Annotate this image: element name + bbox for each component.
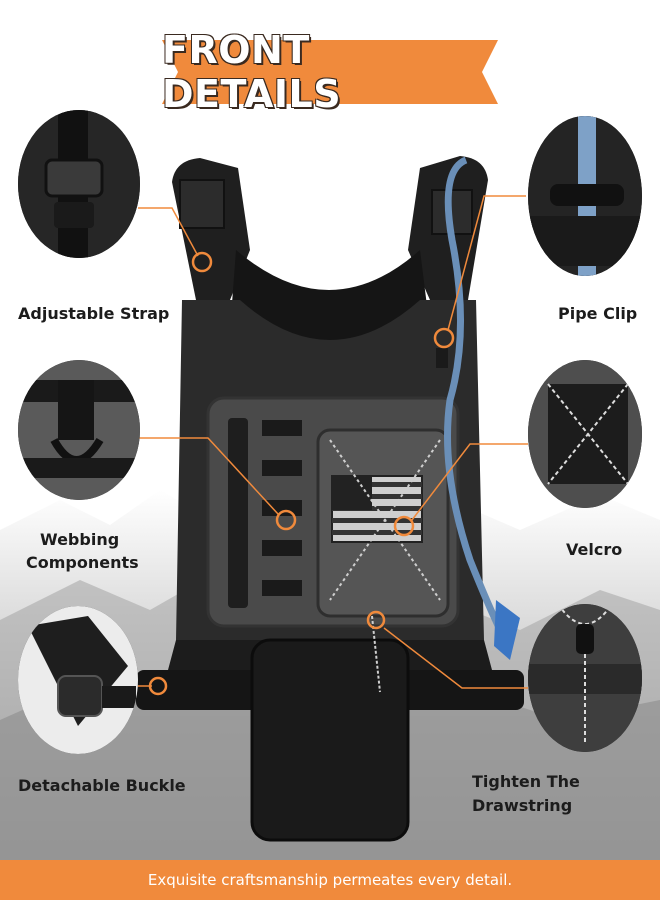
pipe-clip-detail-image <box>528 116 642 276</box>
velcro-detail-image <box>528 360 642 508</box>
webbing-components-label-line1: Webbing <box>40 530 120 549</box>
buckle-detail-image <box>18 606 138 754</box>
strap-detail-image <box>18 110 140 258</box>
webbing-components-label-line2: Components <box>26 553 139 572</box>
footer-bar: Exquisite craftsmanship permeates every … <box>0 860 660 900</box>
footer-text: Exquisite craftsmanship permeates every … <box>147 871 513 889</box>
velcro-label: Velcro <box>566 540 623 559</box>
drawstring-label: Tighten The Drawstring <box>472 772 580 815</box>
drawstring-detail-image <box>528 604 642 752</box>
webbing-detail-image <box>18 360 140 500</box>
detachable-buckle-label: Detachable Buckle <box>18 776 186 795</box>
pipe-clip-label: Pipe Clip <box>558 304 638 323</box>
adjustable-strap-label: Adjustable Strap <box>18 304 170 323</box>
